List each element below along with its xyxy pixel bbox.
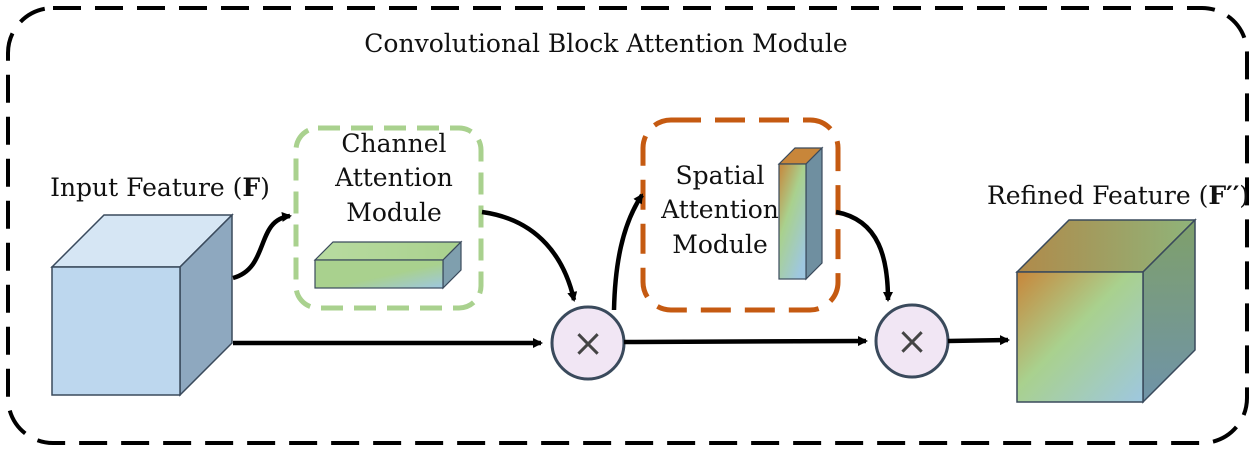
arrow-multiply2-to-refined xyxy=(947,335,1010,346)
spatial-attention-map xyxy=(777,146,824,281)
input-feature-cube xyxy=(50,213,234,397)
input-feature-label: Input Feature (F) xyxy=(50,173,270,202)
refined-feature-label: Refined Feature (F′′) xyxy=(987,181,1249,210)
spatial-attention-line3: Module xyxy=(672,230,768,259)
arrow-multiply1-to-multiply2 xyxy=(623,336,868,347)
spatial-attention-border xyxy=(640,117,841,313)
channel-attention-line2: Attention xyxy=(334,163,453,192)
arrow-input-to-channel xyxy=(232,211,292,281)
arrow-channel-to-multiply1 xyxy=(481,209,578,302)
multiply-symbol-2: × xyxy=(896,319,928,363)
multiply-symbol-1: × xyxy=(572,321,604,365)
spatial-attention-line2: Attention xyxy=(660,195,779,224)
arrow-multiply1-to-spatial xyxy=(611,193,644,311)
channel-attention-vector xyxy=(313,240,463,290)
arrow-spatial-to-multiply2 xyxy=(835,209,893,302)
channel-attention-line3: Module xyxy=(346,198,442,227)
multiply-operator-1: × xyxy=(550,305,626,381)
channel-attention-border xyxy=(293,125,484,311)
refined-feature-cube xyxy=(1015,218,1197,404)
diagram-title: Convolutional Block Attention Module xyxy=(364,29,847,58)
cbam-container xyxy=(6,6,1249,445)
multiply-operator-2: × xyxy=(874,303,950,379)
spatial-attention-line1: Spatial xyxy=(676,161,765,190)
channel-attention-line1: Channel xyxy=(341,129,446,158)
